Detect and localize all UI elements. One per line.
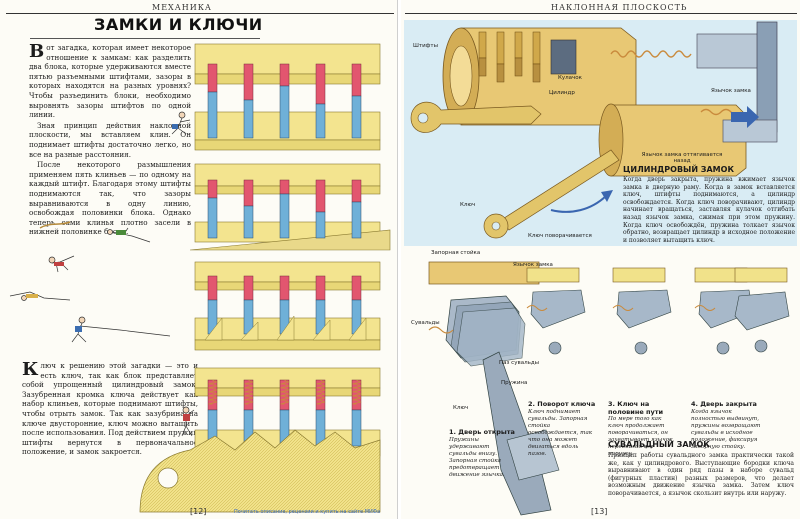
- label-lever-key: Ключ: [453, 405, 469, 411]
- pin: [279, 179, 290, 239]
- lever-lock-main: [428, 261, 560, 516]
- label-strike: Запорная стойка: [431, 250, 481, 256]
- figure-workers: [9, 111, 195, 437]
- block-puzzle-3: [194, 261, 381, 351]
- pin: [279, 63, 290, 139]
- label-cylinder: Цилиндр: [549, 90, 575, 96]
- label-latch-pushed: Язычок замка оттягивается назад: [641, 152, 723, 164]
- key-paragraph: люч к решению этой загадки — это и есть …: [22, 361, 198, 457]
- label-slot: Паз сувальды: [499, 360, 539, 366]
- folio-left: [12]: [190, 507, 207, 516]
- step-3-text: По мере того как ключ продолжает поворач…: [608, 416, 675, 457]
- running-head-left: МЕХАНИКА: [152, 3, 212, 12]
- block-puzzle-2: [189, 163, 391, 251]
- cylinder-text: Когда дверь закрыта, пружина вжимает язы…: [623, 176, 795, 244]
- pin: [315, 275, 326, 335]
- cylinder-lock-illustration: [410, 21, 790, 516]
- paragraph-1: от загадка, которая имеет некоторое отно…: [29, 43, 191, 120]
- cylinder-pin: [514, 31, 523, 77]
- pin: [351, 275, 362, 335]
- title-rule: [30, 38, 260, 39]
- label-latch: Язычок замка: [711, 88, 751, 94]
- step-diagram: [526, 267, 586, 355]
- pin: [207, 275, 218, 335]
- label-key: Ключ: [460, 202, 476, 208]
- lever-text: Принцип работы сувальдного замка практич…: [608, 452, 794, 497]
- page-title: ЗАМКИ И КЛЮЧИ: [94, 15, 263, 34]
- head-rule-right: [405, 13, 797, 14]
- pin-spring: [244, 379, 254, 405]
- step-1-text: Пружины удерживают сувальды внизу. Запор…: [449, 437, 505, 478]
- cylinder-pin: [496, 31, 505, 83]
- pin: [243, 275, 254, 335]
- block-puzzle-1: [194, 43, 381, 151]
- running-head-right: НАКЛОННАЯ ПЛОСКОСТЬ: [551, 3, 688, 12]
- footer-link[interactable]: Почитать описание, рецензии и купить на …: [234, 509, 381, 515]
- step-2-text: Ключ поднимает сувальды. Запорная стойка…: [528, 409, 593, 457]
- step-2-title: 2. Поворот ключа: [528, 400, 596, 408]
- step-diagram: [612, 267, 672, 355]
- label-key-turns: Ключ поворачивается: [528, 233, 592, 239]
- label-levers: Сувальды: [411, 320, 440, 326]
- pin: [315, 179, 326, 239]
- cylinder-pin: [478, 31, 487, 77]
- pin: [315, 63, 326, 139]
- lever-step-diagrams: [526, 267, 790, 355]
- step-4-title: 4. Дверь закрыта: [691, 400, 757, 408]
- cylinder-pin: [532, 31, 541, 83]
- right-page: НАКЛОННАЯ ПЛОСКОСТЬ: [401, 0, 800, 519]
- puzzle-illustrations: [9, 43, 391, 513]
- pin-spring: [208, 379, 218, 405]
- paragraph-3: После некоторого размышления применяем п…: [29, 160, 191, 237]
- pin: [243, 63, 254, 139]
- step-diagram: [734, 267, 790, 353]
- block-puzzle-key: [139, 367, 381, 513]
- step-1-title: 1. Дверь открыта: [449, 428, 515, 436]
- folio-right: [13]: [591, 507, 608, 516]
- pin-spring: [316, 379, 326, 405]
- paragraph-2: Зная принцип действия наклонной плоскост…: [29, 120, 191, 159]
- label-cam: Кулачок: [558, 75, 582, 81]
- pin-spring: [280, 379, 290, 405]
- head-rule-left: [6, 13, 394, 14]
- lever-heading: СУВАЛЬДНЫЙ ЗАМОК: [608, 440, 710, 449]
- label-pins: Штифты: [413, 43, 438, 49]
- pin: [351, 63, 362, 139]
- pin: [207, 63, 218, 139]
- label-spring: Пружина: [501, 380, 528, 386]
- step-3-title: 3. Ключ на половине пути: [608, 400, 664, 416]
- step-4-text: Когда язычок полностью выдвинут, пружины…: [691, 409, 761, 450]
- dropcap-v: В: [29, 41, 45, 62]
- pin-spring: [352, 379, 362, 405]
- pin: [351, 179, 362, 239]
- label-lever-latch: Язычок замка: [513, 262, 553, 268]
- cylinder-heading: ЦИЛИНДРОВЫЙ ЗАМОК: [623, 165, 734, 174]
- dropcap-k: К: [22, 359, 39, 380]
- pin: [243, 179, 254, 239]
- pin: [207, 179, 218, 239]
